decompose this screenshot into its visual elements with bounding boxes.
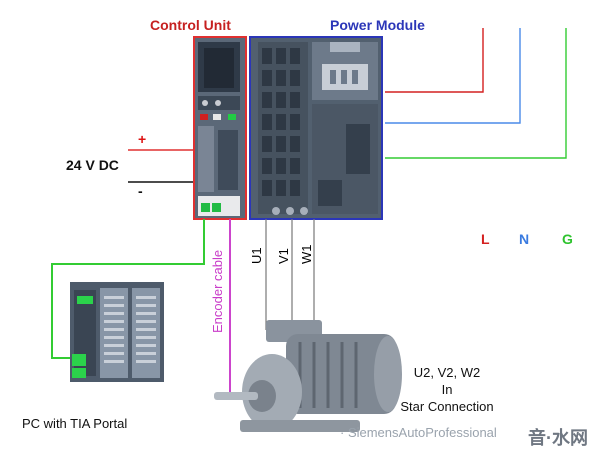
phase-n-label: N: [519, 231, 530, 247]
line-L: [385, 28, 484, 93]
watermark: · SiemensAutoProfessional: [340, 425, 497, 440]
phase-g-label: G: [562, 231, 573, 247]
line-N: [385, 28, 521, 124]
dc-minus-label: -: [138, 183, 143, 199]
star-line-3: Star Connection: [400, 399, 494, 414]
w1-label: W1: [299, 244, 314, 265]
dc-supply-label: 24 V DC: [66, 157, 119, 173]
power-module-title: Power Module: [330, 17, 425, 33]
line-G: [385, 28, 567, 159]
encoder-cable-label: Encoder cable: [210, 249, 225, 333]
dc-plus-label: +: [138, 131, 147, 147]
power-module: [249, 36, 383, 220]
motor-cables: [265, 219, 315, 330]
mains-lines: [385, 28, 567, 159]
pc-plc-device: [70, 282, 164, 382]
pc-label: PC with TIA Portal: [22, 416, 128, 431]
motor: [214, 320, 402, 432]
pc-link-wire: [51, 219, 205, 359]
control-unit: [193, 36, 247, 220]
control-unit-title: Control Unit: [150, 17, 231, 33]
star-line-2: In: [441, 382, 453, 397]
u1-label: U1: [249, 247, 264, 264]
star-line-1: U2, V2, W2: [413, 365, 481, 380]
logo: 音·水网: [528, 428, 588, 448]
phase-l-label: L: [481, 231, 490, 247]
star-connection-label: U2, V2, W2 In Star Connection: [392, 364, 502, 415]
v1-label: V1: [276, 248, 291, 264]
